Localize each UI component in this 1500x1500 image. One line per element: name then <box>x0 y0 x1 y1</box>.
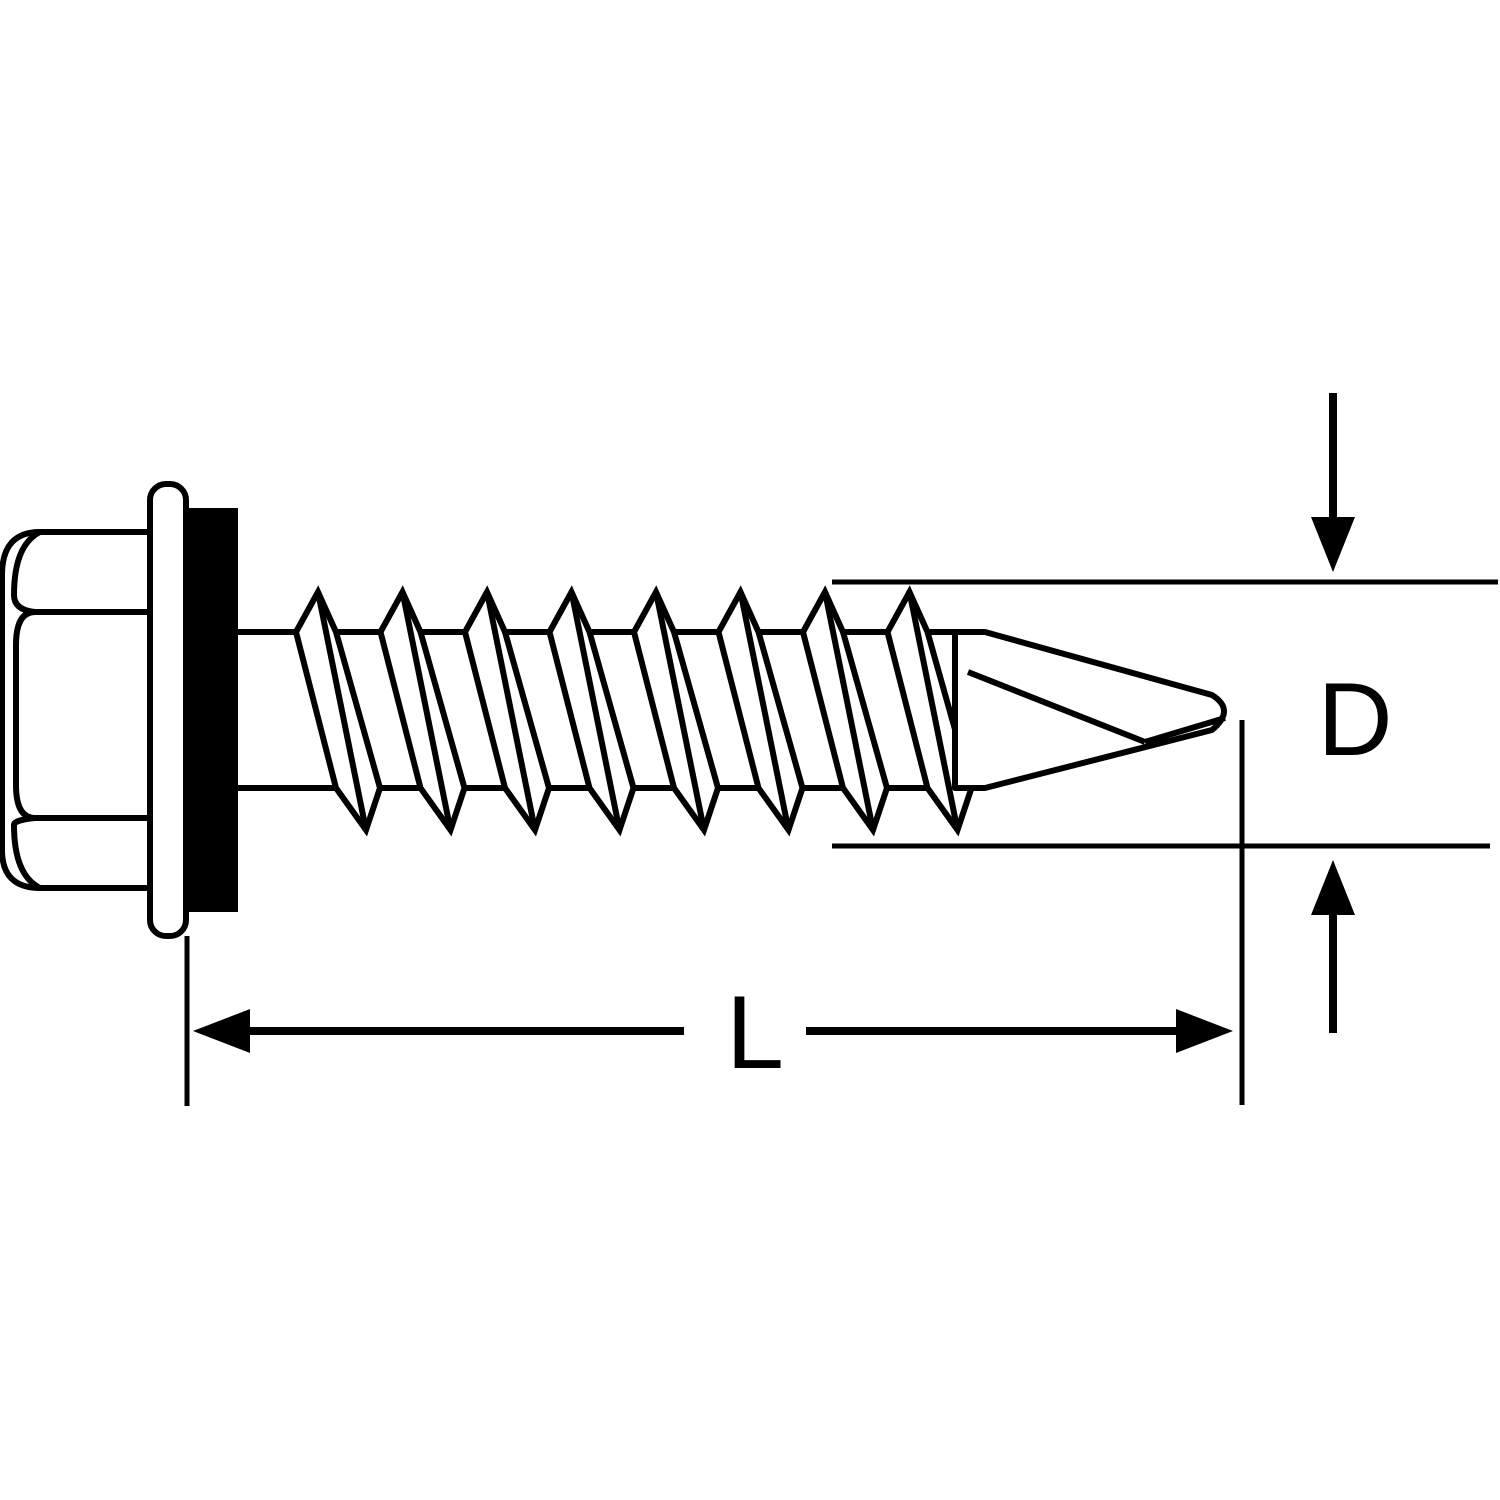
threads <box>292 585 985 837</box>
arrow-left-icon <box>193 1009 250 1053</box>
thread-flank <box>799 585 891 837</box>
thread-flank <box>461 585 553 837</box>
thread-edge <box>484 591 538 831</box>
arrow-down-icon <box>1311 517 1355 572</box>
thread-flank <box>292 585 384 837</box>
arrow-right-icon <box>1176 1009 1233 1053</box>
thread-edge <box>737 591 792 831</box>
thread-flank <box>630 585 722 837</box>
length-dimension: L <box>184 720 1245 1106</box>
hex-head <box>0 529 163 891</box>
thread-edge <box>315 591 369 831</box>
sealing-washer <box>186 508 238 912</box>
length-label: L <box>726 975 784 1091</box>
drill-point <box>952 629 1227 791</box>
thread-flank <box>546 585 637 837</box>
diameter-label: D <box>1317 662 1392 778</box>
thread-edge <box>568 591 623 831</box>
thread-flank <box>715 585 806 837</box>
washer <box>147 481 189 939</box>
thread-edge <box>822 591 876 831</box>
thread-flank <box>377 585 468 837</box>
thread-edge <box>399 591 454 831</box>
shank <box>238 629 336 791</box>
diameter-dimension: D <box>832 393 1498 1033</box>
arrow-up-icon <box>1311 860 1355 915</box>
thread-edge <box>906 591 961 831</box>
thread-edge <box>653 591 707 831</box>
